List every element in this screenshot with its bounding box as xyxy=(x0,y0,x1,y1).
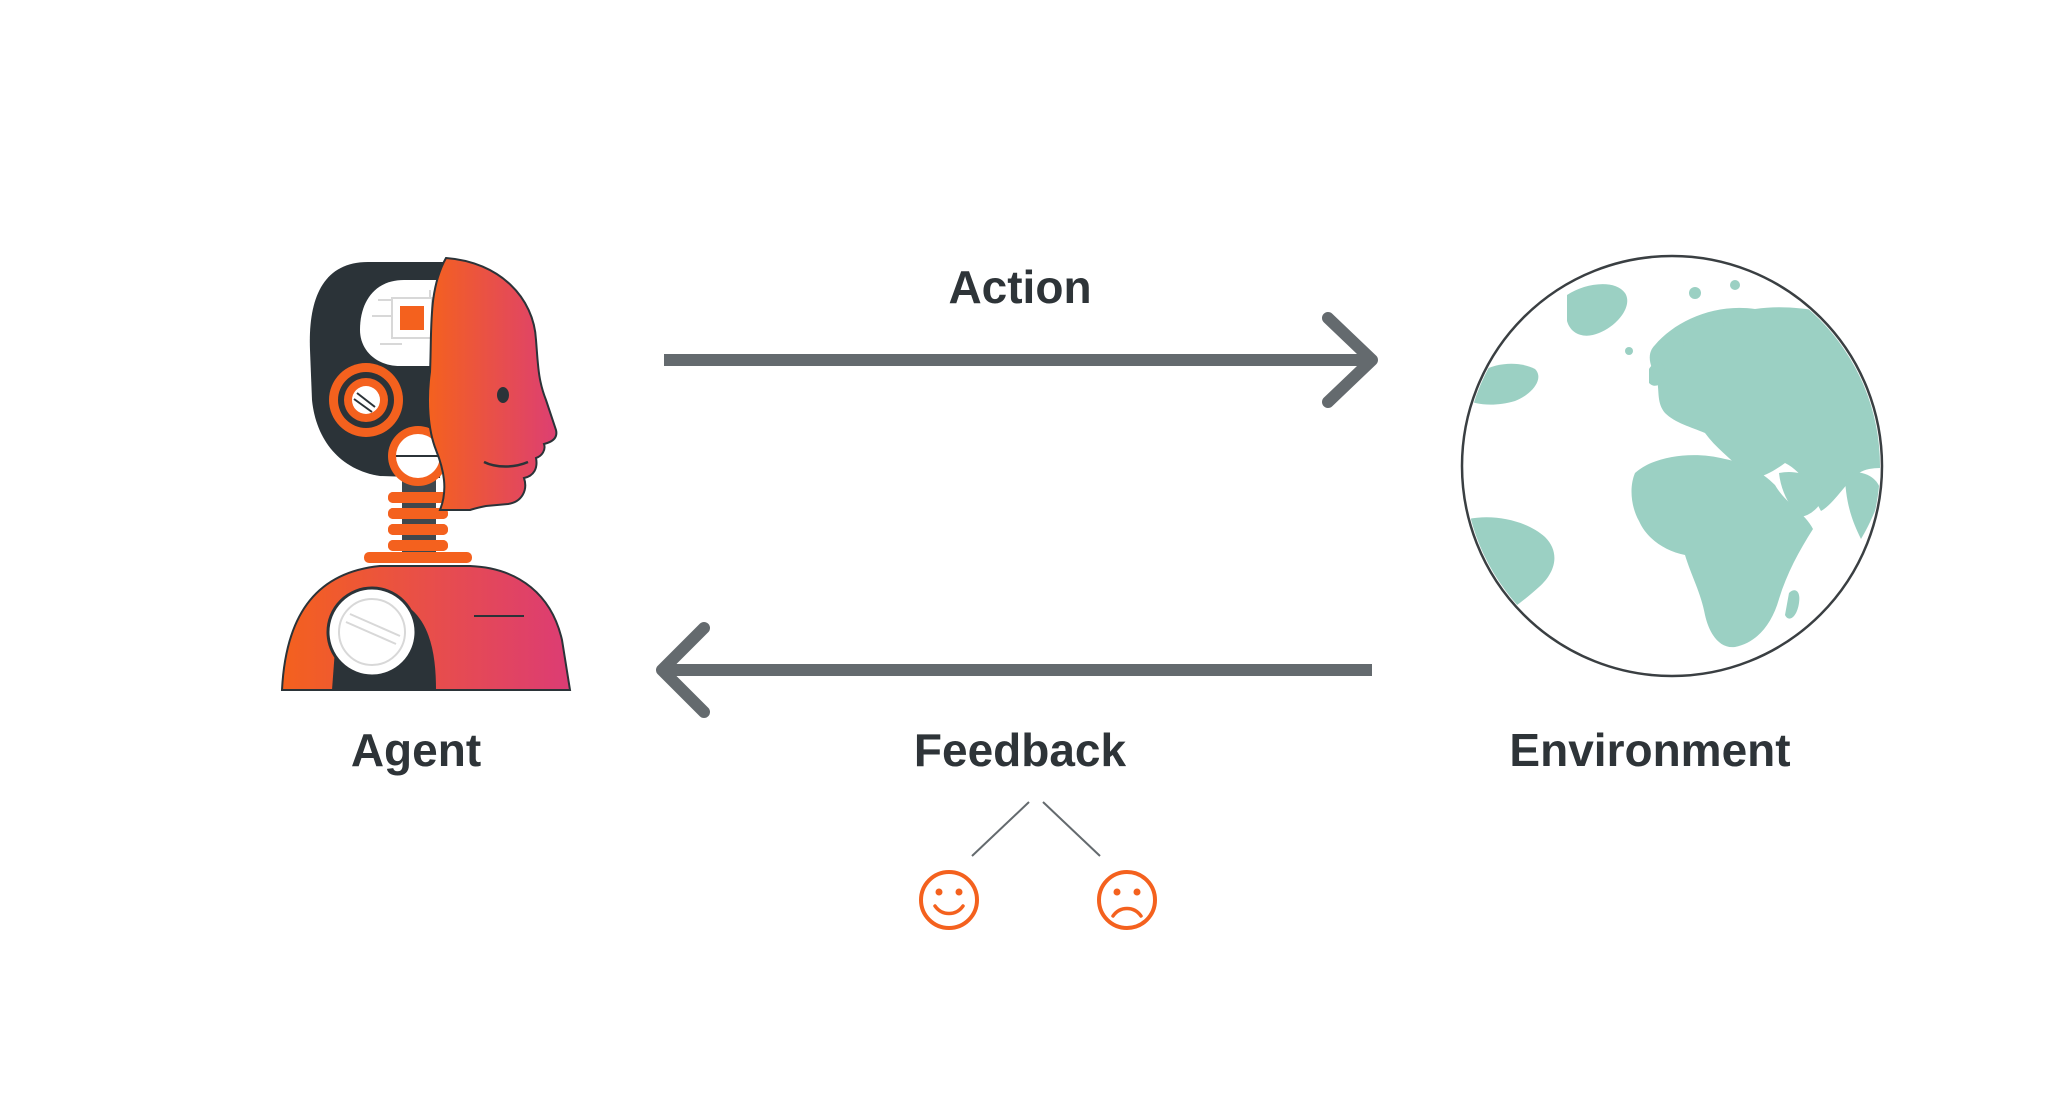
smiley-face-icon xyxy=(919,870,979,930)
feedback-branch-lines xyxy=(971,801,1101,857)
feedback-label: Feedback xyxy=(913,724,1127,776)
action-label: Action xyxy=(948,261,1092,313)
robot-head-icon xyxy=(280,256,572,691)
frowning-face-icon xyxy=(1097,870,1157,930)
environment-label: Environment xyxy=(1509,724,1791,776)
action-arrow xyxy=(664,312,1378,408)
feedback-arrow xyxy=(656,622,1372,718)
agent-label: Agent xyxy=(350,724,482,776)
globe-icon xyxy=(1460,254,1884,678)
